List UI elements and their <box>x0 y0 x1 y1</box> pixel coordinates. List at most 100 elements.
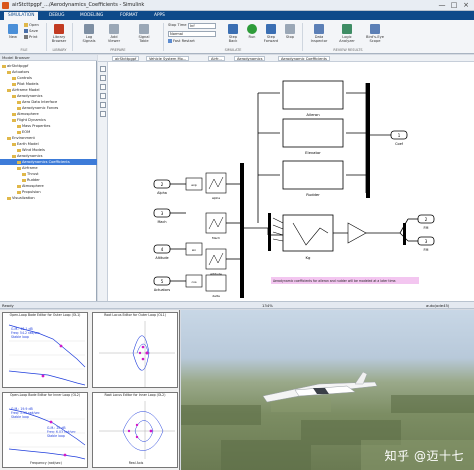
subsystem-label: Rudder <box>306 192 320 197</box>
tab-format[interactable]: FORMAT <box>120 13 138 18</box>
function-block[interactable] <box>185 177 203 191</box>
tree-item[interactable]: Propulsion <box>0 189 97 195</box>
tree-item[interactable]: Aerodynamic Forces <box>0 105 97 111</box>
tab-apps[interactable]: APPS <box>154 13 165 18</box>
root-locus-outer[interactable]: Root Locus Editor for Outer Loop (OL1) <box>92 312 178 388</box>
tab-simulation[interactable]: SIMULATION <box>4 12 39 20</box>
tree-item-label: Controls <box>17 76 32 80</box>
kg-lookup-block[interactable]: Kg <box>282 214 334 260</box>
tree-item[interactable]: Aerodynamics <box>0 153 97 159</box>
zoom-icon[interactable] <box>100 66 106 72</box>
tree-item[interactable]: Earth Model <box>0 141 97 147</box>
tree-item[interactable]: Atmosphere <box>0 183 97 189</box>
subsystem-elevator[interactable]: Elevator <box>282 118 344 155</box>
breadcrumb-item[interactable]: Aerodynamics <box>234 56 266 61</box>
bode-plot-inner[interactable]: Open-Loop Bode Editor for Inner Loop (OL… <box>2 392 88 468</box>
solver-indicator[interactable]: auto(ode45) <box>426 303 450 308</box>
tree-item[interactable]: Flight Dynamics <box>0 117 97 123</box>
mux-bar[interactable] <box>403 223 406 245</box>
new-button[interactable]: New <box>2 23 24 47</box>
stop-button[interactable]: Stop <box>279 23 301 47</box>
breadcrumb-item[interactable]: Aerodynamic Coefficients <box>278 56 330 61</box>
simulation-mode-select[interactable]: Normal <box>168 31 216 37</box>
gain-block[interactable] <box>347 222 367 244</box>
bode-plot-outer[interactable]: Open-Loop Bode Editor for Outer Loop (OL… <box>2 312 88 388</box>
inport-altitude[interactable]: 4 Altitude <box>153 244 171 260</box>
tree-item[interactable]: Rudder <box>0 177 97 183</box>
save-button[interactable]: Save <box>24 29 46 35</box>
fit-view-icon[interactable] <box>100 75 106 81</box>
breadcrumb-item[interactable]: airStcttpgpf <box>112 56 140 61</box>
inport-mach[interactable]: 3 Mach <box>153 208 171 224</box>
inport-actuators[interactable]: 5 Actuators <box>153 276 171 292</box>
tree-item-label: airStcttpgpf <box>7 64 29 68</box>
stop-time-group: Stop Time Inf Normal Fast Restart <box>168 23 220 45</box>
root-locus-inner[interactable]: Root Locus Editor for Inner Loop (OL2) R… <box>92 392 178 468</box>
open-button[interactable]: Open <box>24 23 46 29</box>
outport-coef[interactable]: 1 Coef <box>390 130 408 146</box>
folder-icon <box>2 64 6 68</box>
function-block[interactable] <box>185 242 203 256</box>
outport-fm-2[interactable]: 3 FM <box>417 236 435 252</box>
tree-item[interactable]: Controls <box>0 75 97 81</box>
tree-item[interactable]: Environment <box>0 135 97 141</box>
tree-item[interactable]: EOM <box>0 129 97 135</box>
tree-item[interactable]: Aero Data Interface <box>0 99 97 105</box>
tree-item[interactable]: Thrust <box>0 171 97 177</box>
lookup-block[interactable] <box>205 274 227 292</box>
tree-item-label: EOM <box>22 130 31 134</box>
fast-restart-toggle[interactable]: Fast Restart <box>168 39 220 45</box>
subsystem-rudder[interactable]: Rudder <box>282 160 344 197</box>
mux-bar[interactable] <box>240 163 244 298</box>
tab-modeling[interactable]: MODELING <box>80 13 104 18</box>
tree-item[interactable]: Mass Properties <box>0 123 97 129</box>
stop-time-input[interactable]: Inf <box>188 23 216 29</box>
annotation-box[interactable] <box>271 277 419 284</box>
tree-item[interactable]: airStcttpgpf <box>0 63 97 69</box>
minimize-button[interactable]: — <box>438 1 446 9</box>
tree-item[interactable]: Actuators <box>0 69 97 75</box>
tree-item[interactable]: Wind Models <box>0 147 97 153</box>
tree-item[interactable]: Airframe Model <box>0 87 97 93</box>
tree-item[interactable]: Aerodynamics <box>0 93 97 99</box>
tree-item-label: Earth Model <box>17 142 39 146</box>
outport-fm-1[interactable]: 2 FM <box>417 214 435 230</box>
svg-text:Actuators: Actuators <box>154 288 170 292</box>
annotation-icon[interactable] <box>100 93 106 99</box>
tree-item[interactable]: Airframe <box>0 165 97 171</box>
folder-icon <box>12 76 16 80</box>
run-button[interactable]: Run <box>241 23 263 47</box>
canvas-toolbar <box>98 62 108 301</box>
tree-item[interactable]: Visualization <box>0 195 97 201</box>
inport-alpha[interactable]: 2 Alpha <box>153 179 171 195</box>
tree-item[interactable]: Atmosphere <box>0 111 97 117</box>
breadcrumb-item[interactable]: Vehicle System Mo... <box>146 56 190 61</box>
tab-debug[interactable]: DEBUG <box>49 13 65 18</box>
close-button[interactable]: × <box>463 1 469 9</box>
flightgear-visualization[interactable]: 知乎 @迈十七 <box>181 310 474 470</box>
print-button[interactable]: Print <box>24 35 46 41</box>
mux-bar[interactable] <box>268 213 271 251</box>
arrow-icon[interactable] <box>100 84 106 90</box>
tree-item[interactable]: Aerodynamics Coefficients <box>0 159 97 165</box>
tree-item[interactable]: Pilot Models <box>0 81 97 87</box>
subsystem-aileron[interactable]: Aileron <box>282 80 344 117</box>
stop-time-label: Stop Time <box>168 23 187 27</box>
breadcrumb-item[interactable]: Airfr... <box>208 56 225 61</box>
image-icon[interactable] <box>100 102 106 108</box>
area-icon[interactable] <box>100 111 106 117</box>
function-block[interactable] <box>185 274 203 288</box>
svg-text:Mach: Mach <box>157 220 166 224</box>
mux-bar[interactable] <box>366 83 370 198</box>
maximize-button[interactable]: □ <box>450 1 458 9</box>
tree-item-label: Airframe Model <box>12 88 40 92</box>
